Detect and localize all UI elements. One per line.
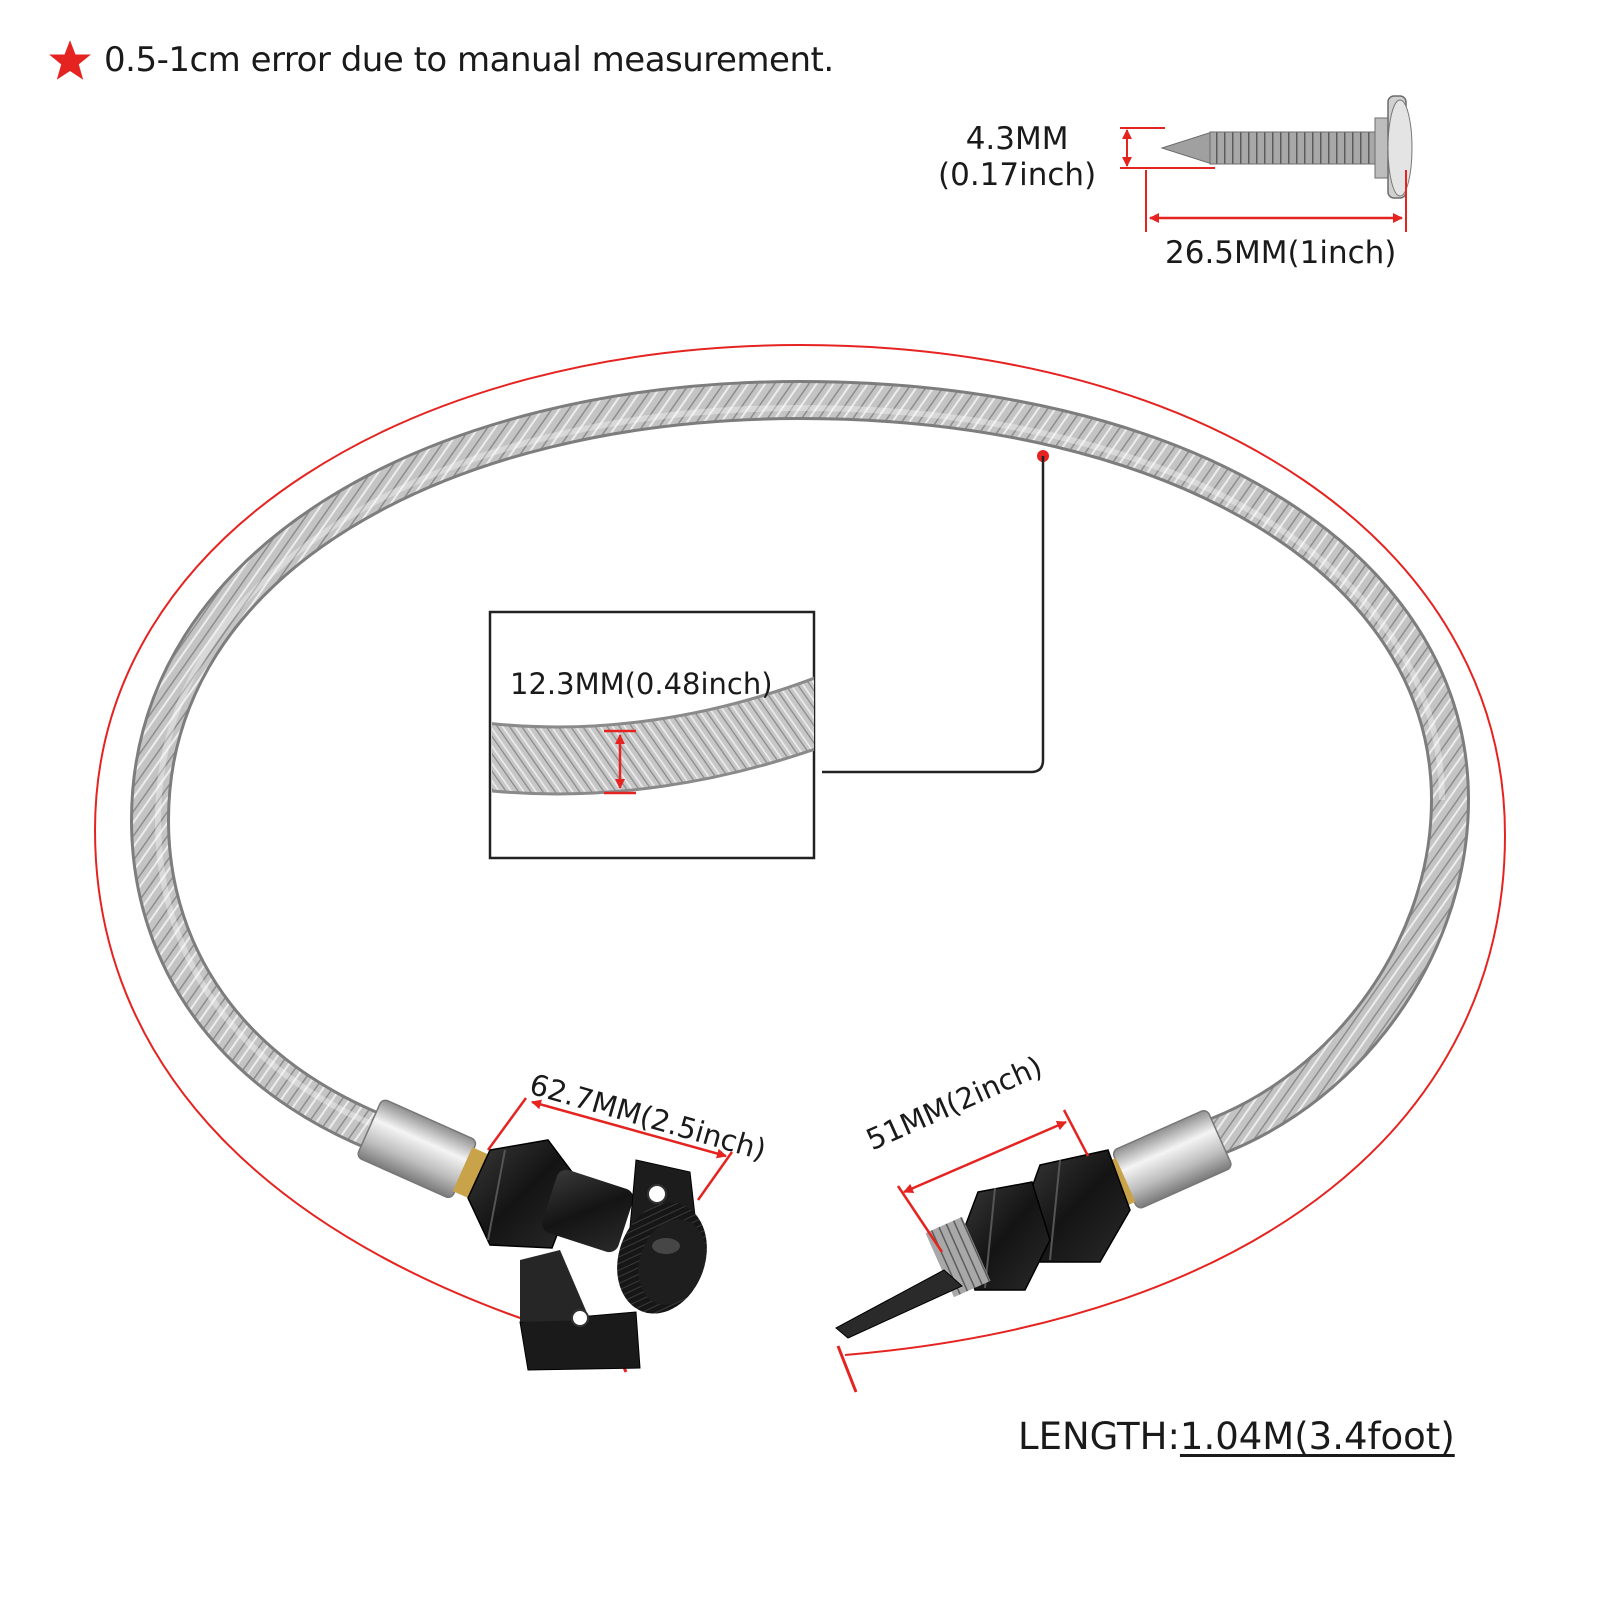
screw-diameter-dimension <box>1120 127 1215 169</box>
right-fitting-dimension <box>896 1109 1090 1253</box>
screw-diameter-mm: 4.3MM <box>965 121 1069 157</box>
screw-diameter-inch: (0.17inch) <box>938 156 1097 193</box>
left-valve-fitting <box>467 1139 707 1371</box>
left-hose-sleeve <box>357 1099 491 1200</box>
hose-diameter-label: 12.3MM(0.48inch) <box>510 667 773 701</box>
length-end-tick-right <box>836 1345 858 1393</box>
note-text: 0.5-1cm error due to manual measurement. <box>104 40 834 80</box>
screw-length-label: 26.5MM(1inch) <box>1165 235 1397 271</box>
braided-hose <box>129 379 1471 1168</box>
screw-illustration <box>1160 95 1413 199</box>
star-icon <box>49 40 91 80</box>
hose-detail-inset <box>488 610 816 860</box>
length-value: 1.04M(3.4foot) <box>1179 1415 1455 1458</box>
screw-diameter-label: 4.3MM (0.17inch) <box>938 121 1097 193</box>
left-fitting-dimension <box>486 1097 734 1201</box>
screw-length-dimension <box>1145 170 1407 232</box>
measurement-note: 0.5-1cm error due to manual measurement. <box>48 38 834 82</box>
length-ellipse-line <box>93 343 1507 1356</box>
callout-leader-line <box>822 456 1045 774</box>
right-probe-fitting <box>835 1149 1131 1339</box>
total-length: LENGTH:1.04M(3.4foot) <box>1018 1415 1455 1458</box>
length-label: LENGTH: <box>1018 1415 1180 1458</box>
